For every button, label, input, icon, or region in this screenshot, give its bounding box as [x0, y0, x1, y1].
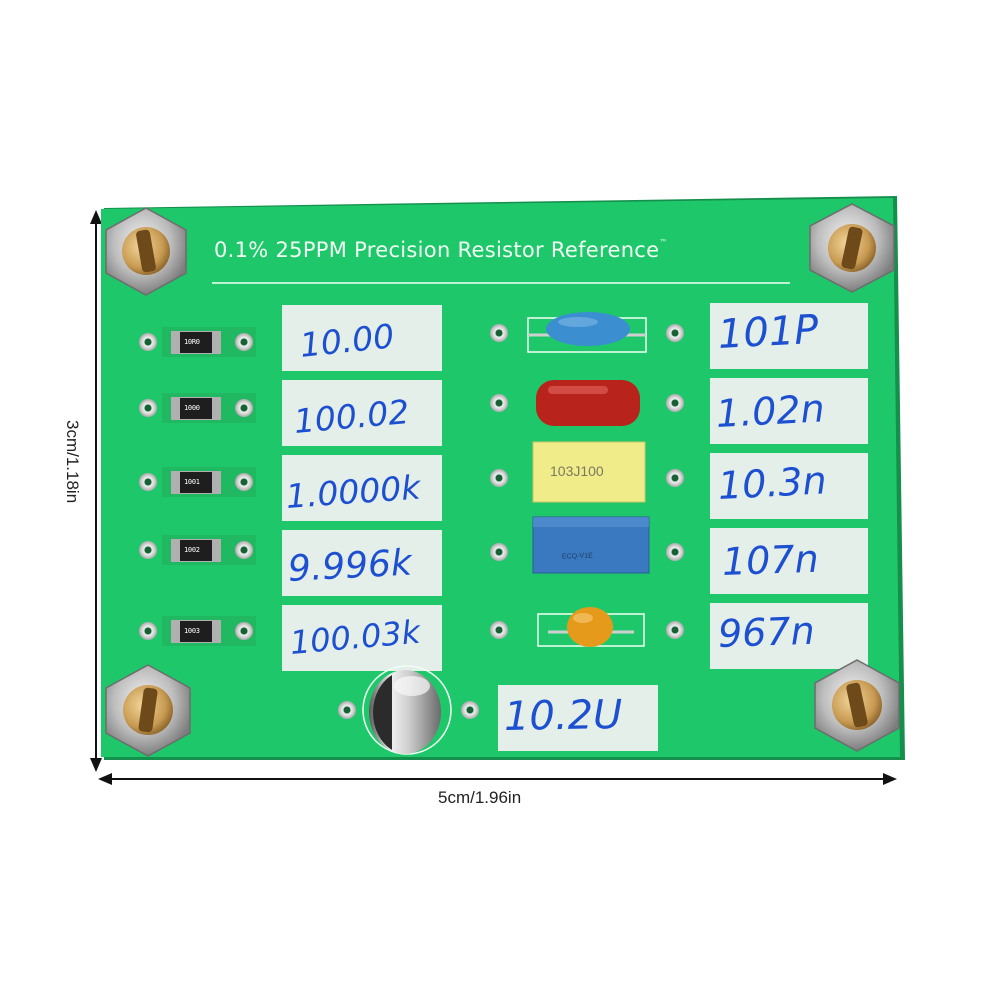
capacitor-marking-107n: ECQ-V1E: [561, 552, 593, 561]
capacitor-10-3n: [532, 441, 646, 503]
screw-top-right: [809, 203, 895, 293]
resistor-marking-2: 1000: [184, 404, 200, 412]
resistor-row-4: [139, 535, 256, 565]
capacitor-pads: [490, 324, 684, 639]
capacitor-value-2: 1.02n: [714, 386, 826, 436]
resistor-row-2: [139, 393, 256, 423]
capacitor-107n: [532, 516, 650, 574]
electrolytic-capacitor: [338, 665, 479, 755]
capacitor-value-4: 107n: [721, 536, 820, 584]
capacitor-value-1: 101P: [716, 306, 820, 358]
electrolytic-value: 10.2U: [503, 691, 623, 740]
height-dimension-arrow: [90, 210, 102, 772]
width-dimension-arrow: [98, 773, 897, 785]
resistor-row-3: [139, 467, 256, 497]
trademark-symbol: ™: [659, 238, 668, 247]
capacitor-value-5: 967n: [717, 608, 816, 656]
resistor-row-5: [139, 616, 256, 646]
screw-bottom-right: [814, 659, 900, 752]
capacitor-1-02n: [536, 380, 640, 426]
resistor-marking-3: 1001: [184, 478, 200, 486]
resistor-marking-4: 1002: [184, 546, 200, 554]
width-dimension-label: 5cm/1.96in: [438, 788, 522, 807]
resistor-row-1: [139, 327, 256, 357]
resistor-marking-1: 10R0: [184, 338, 200, 346]
capacitor-101p: [527, 312, 647, 353]
board-title-text: 0.1% 25PPM Precision Resistor Reference: [214, 238, 660, 262]
screw-bottom-left: [105, 664, 191, 757]
resistor-value-4: 9.996k: [286, 542, 413, 590]
height-dimension-label: 3cm/1.18in: [63, 420, 82, 504]
resistor-marking-5: 1003: [184, 627, 200, 635]
board-title: 0.1% 25PPM Precision Resistor Reference™: [214, 238, 794, 262]
label-pads: [282, 303, 868, 751]
screw-top-left: [105, 207, 187, 296]
capacitor-marking-10-3n: 103J100: [550, 463, 604, 479]
capacitor-967n: [537, 607, 645, 647]
capacitor-value-3: 10.3n: [716, 458, 828, 508]
